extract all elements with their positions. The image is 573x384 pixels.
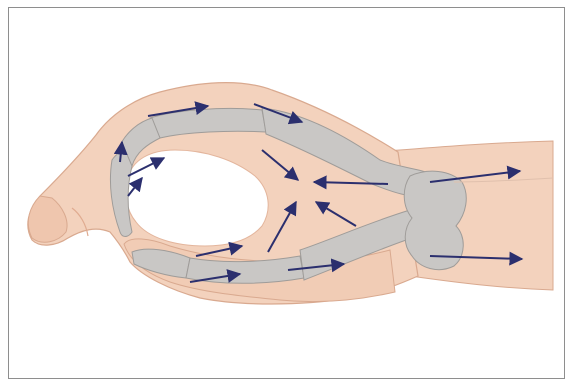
carpal-bones: [404, 171, 466, 269]
